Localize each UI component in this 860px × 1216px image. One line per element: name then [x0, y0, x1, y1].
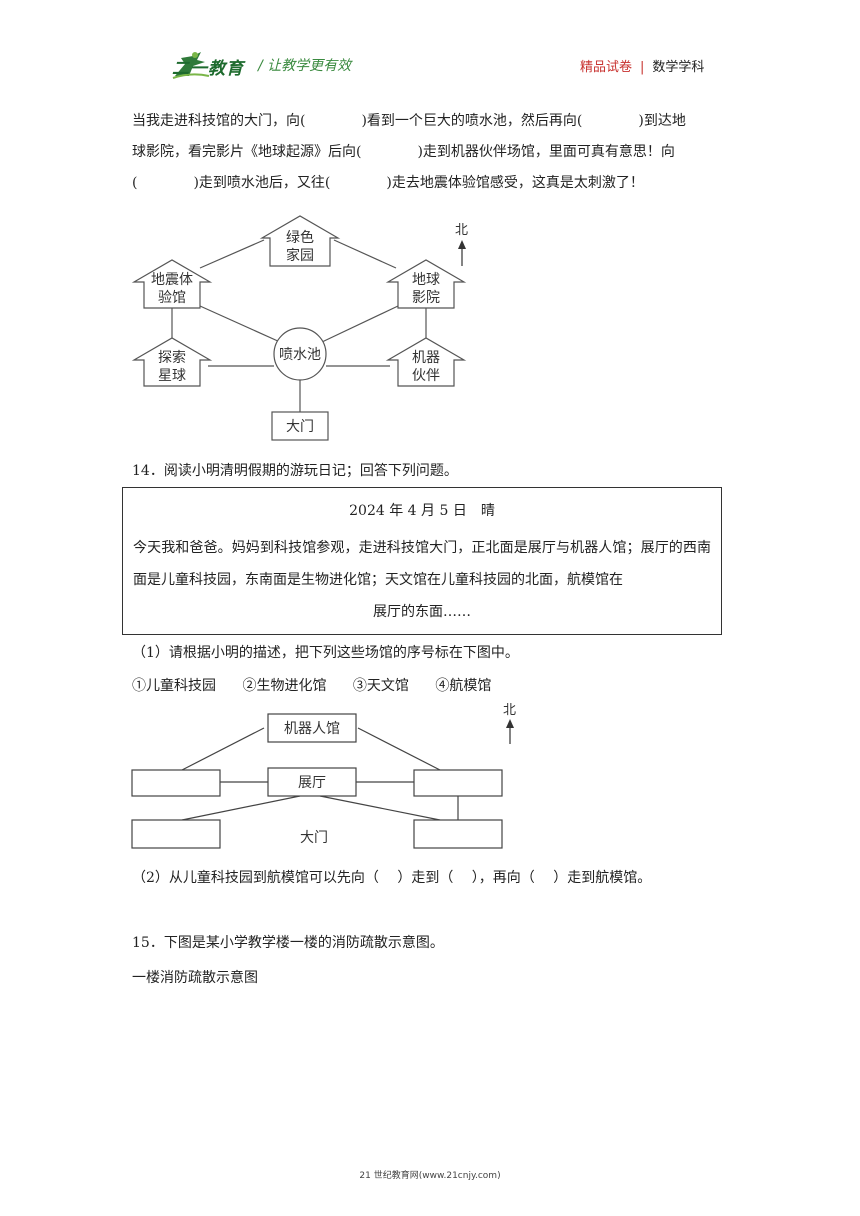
q14-options: ①儿童科技园 ②生物进化馆 ③天文馆 ④航模馆 [132, 671, 491, 702]
map-label-earth-cinema: 影院 [412, 290, 440, 306]
building-shape [385, 259, 467, 309]
option-item: ②生物进化馆 [242, 678, 327, 694]
page-footer: 21 世纪教育网(www.21cnjy.com) [359, 1171, 501, 1181]
map-label-quake-hall: 验馆 [158, 290, 186, 306]
q13-line: 当我走进科技馆的大门，向( )看到一个巨大的喷水池，然后再向( )到达地 [132, 113, 686, 129]
header-subject: 精品试卷 | 数学学科 [580, 56, 704, 75]
map-label-green-home: 家园 [286, 247, 314, 264]
map-label-quake-hall: 地震体 [151, 272, 193, 288]
option-item: ④航模馆 [435, 678, 492, 694]
q13-line: 球影院，看完影片《地球起源》后向( )走到机器伙伴场馆，里面可真有意思！向 [132, 144, 675, 160]
q14-title: 14．阅读小明清明假期的游玩日记；回答下列问题。 [132, 463, 458, 479]
diary-box: 2024 年 4 月 5 日 晴 今天我和爸爸。妈妈到科技馆参观，走进科技馆大门… [122, 487, 722, 635]
map-label-gate: 大门 [286, 419, 314, 435]
gate-rect [271, 411, 329, 441]
map-label-explore-planet: 探索 [158, 349, 186, 366]
option-item: ③天文馆 [352, 678, 409, 694]
q15-caption: 一楼消防疏散示意图 [132, 970, 258, 986]
blank-answer-box [413, 819, 503, 849]
building-shape [385, 337, 467, 387]
map-label-fountain: 喷水池 [279, 347, 321, 363]
header-badge: 精品试卷 [580, 60, 633, 75]
q14-sub1: （1）请根据小明的描述，把下列这些场馆的序号标在下图中。 [132, 645, 519, 661]
exhibition-box [267, 767, 357, 797]
building-shape [131, 259, 213, 309]
north-arrow-icon [506, 719, 514, 728]
fountain-circle [273, 327, 327, 381]
diary-text: 今天我和爸爸。妈妈到科技馆参观，走进科技馆大门，正北面是展厅与机器人馆；展厅的西… [133, 532, 711, 628]
north-arrow-icon [458, 240, 466, 249]
brand-logo-icon [172, 52, 210, 79]
map-label-explore-planet: 星球 [158, 368, 186, 384]
north-label: 北 [455, 223, 468, 238]
north-label: 北 [503, 703, 516, 718]
map-label-robot-hall: 机器人馆 [284, 721, 340, 737]
q13-science-museum-map: 北 绿色 家园 地震体 验馆 地球 影院 探索 星球 喷水池 机器 伙伴 大门 [131, 215, 468, 441]
header-subject-label: 数学学科 [652, 60, 705, 75]
header-divider: | [640, 60, 645, 75]
diary-paragraph: 今天我和爸爸。妈妈到科技馆参观，走进科技馆大门，正北面是展厅与机器人馆；展厅的西… [133, 540, 711, 588]
option-item: ①儿童科技园 [132, 678, 216, 694]
blank-answer-box [131, 819, 221, 849]
q13-paragraph: 当我走进科技馆的大门，向( )看到一个巨大的喷水池，然后再向( )到达地 球影院… [132, 106, 732, 199]
diary-date: 2024 年 4 月 5 日 晴 [349, 503, 495, 519]
map-label-robot-partner: 机器 [412, 350, 440, 366]
q14-venue-map: 北 机器人馆 展厅 大门 [131, 703, 516, 849]
blank-answer-box [131, 769, 221, 797]
map-label-green-home: 绿色 [286, 229, 314, 246]
map-label-earth-cinema: 地球 [412, 272, 440, 288]
building-shape [259, 215, 341, 267]
q14-sub2: （2）从儿童科技园到航模馆可以先向（ ）走到（ ），再向（ ）走到航模馆。 [132, 870, 652, 886]
diary-paragraph-end: 展厅的东面…… [373, 604, 471, 620]
brand-name: 二一教育 [172, 59, 244, 79]
robot-hall-box [267, 713, 357, 743]
brand-slogan: / 让教学更有效 [258, 58, 352, 74]
map-label-exhibition: 展厅 [298, 775, 326, 791]
blank-answer-box [413, 769, 503, 797]
q13-line: ( )走到喷水池后，又往( )走去地震体验馆感受，这真是太刺激了！ [132, 175, 644, 191]
building-shape [131, 337, 213, 387]
map-label-gate: 大门 [300, 830, 328, 846]
q15-title: 15．下图是某小学教学楼一楼的消防疏散示意图。 [132, 935, 444, 951]
map-label-robot-partner: 伙伴 [412, 368, 440, 384]
